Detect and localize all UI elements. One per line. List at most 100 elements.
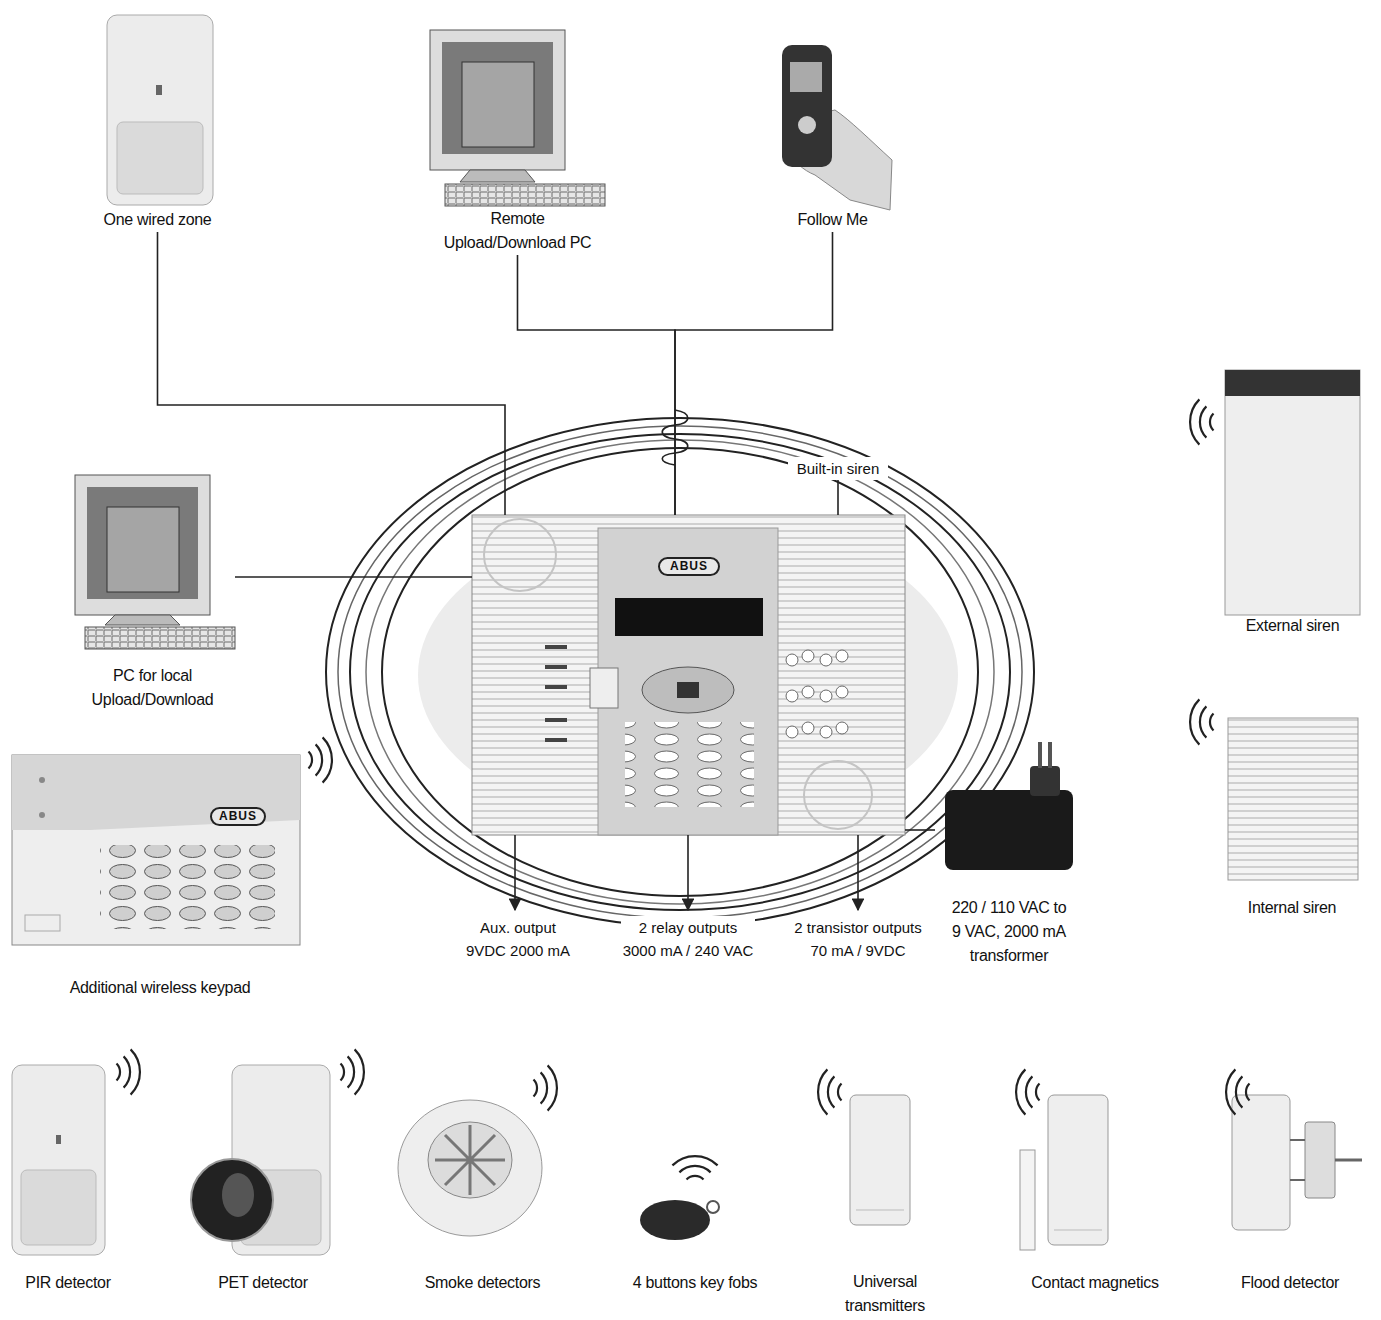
device-caption: Flood detector — [1218, 1271, 1363, 1295]
detector-logo — [156, 85, 162, 95]
fob-body — [640, 1200, 710, 1240]
keyboard — [85, 627, 235, 649]
keypad — [625, 722, 754, 807]
internal-siren-illustration — [1228, 718, 1358, 880]
radio-wave — [1190, 399, 1213, 444]
monitor-stand — [105, 615, 180, 625]
wired-connection — [675, 232, 833, 515]
control-panel-illustration — [472, 515, 905, 835]
device-caption: PC for local Upload/Download — [78, 664, 228, 712]
transmitter-body — [850, 1095, 910, 1225]
siren-body — [1225, 370, 1360, 615]
detector-base — [398, 1100, 542, 1236]
detector-body — [107, 15, 213, 205]
key-fob-illustration — [640, 1200, 719, 1240]
status-led — [545, 685, 567, 689]
keypad-illustration — [12, 755, 300, 945]
keypad-grille — [25, 915, 60, 931]
monitor — [430, 30, 565, 170]
remote-pc: Remote Upload/Download PC — [420, 25, 615, 255]
detector-lens — [21, 1170, 96, 1245]
radio-wave — [117, 1049, 140, 1094]
panel-body — [472, 515, 905, 835]
side-keys — [590, 668, 618, 708]
line-coil — [662, 410, 688, 465]
contact-illustration — [1020, 1095, 1108, 1250]
body-seam — [1054, 1230, 1102, 1231]
smoke-detector: Smoke detectors — [400, 1060, 565, 1295]
ring — [382, 448, 978, 896]
plug-head — [1030, 766, 1060, 796]
device-caption: Universal transmitters — [830, 1270, 940, 1318]
phone-illustration — [782, 45, 892, 210]
transformer-body — [945, 790, 1073, 870]
plug-prong — [1038, 742, 1042, 768]
flood-body — [1232, 1095, 1290, 1230]
status-led — [545, 665, 567, 669]
pet-photo — [191, 1159, 273, 1241]
screen-image — [107, 507, 179, 592]
internal-siren: Internal siren — [1222, 712, 1362, 920]
local-pc: PC for local Upload/Download — [70, 470, 235, 712]
flood-illustration — [1232, 1095, 1362, 1230]
pet-head — [222, 1173, 254, 1217]
keypad-led — [39, 777, 45, 783]
keypad-body — [12, 755, 300, 945]
device-caption: Remote Upload/Download PC — [438, 207, 598, 255]
detector-lens — [117, 122, 203, 194]
status-led — [545, 718, 567, 722]
contact-body — [1048, 1095, 1108, 1245]
radio-wave — [341, 1049, 364, 1094]
pir-illustration — [12, 1065, 105, 1255]
keypad-top — [12, 755, 300, 830]
magnet — [1020, 1150, 1035, 1250]
pet-detector: PET detector — [188, 1060, 338, 1295]
speaker — [804, 761, 872, 829]
universal-transmitter-illustration — [850, 1095, 910, 1225]
device-caption: PIR detector — [8, 1271, 128, 1295]
output-arrow — [687, 835, 689, 910]
phone-screen — [790, 62, 822, 92]
radio-wave — [818, 1069, 841, 1114]
wired-connection — [235, 576, 472, 578]
radio-wave — [534, 1065, 557, 1110]
status-led — [545, 645, 567, 649]
leader-line — [837, 478, 839, 515]
output-label: Aux. output 9VDC 2000 mA — [462, 916, 574, 962]
smoke-illustration — [398, 1100, 542, 1236]
universal-transmitter: Universal transmitters — [825, 1085, 945, 1318]
device-caption: External siren — [1223, 614, 1363, 638]
flood-probe — [1305, 1122, 1335, 1198]
nav-buttons — [642, 667, 734, 713]
brand-logo: ABUS — [210, 807, 266, 826]
detector-logo — [56, 1135, 61, 1144]
keypad-keys — [100, 845, 275, 929]
local-pc-illustration — [75, 475, 235, 649]
speaker — [484, 519, 556, 591]
wired-connection — [518, 255, 676, 515]
phone-body — [782, 45, 832, 167]
function-buttons — [785, 640, 853, 748]
external-siren-illustration — [1225, 370, 1360, 615]
monitor-screen — [87, 487, 198, 599]
plug-prong — [1048, 742, 1052, 768]
pet-illustration — [191, 1065, 330, 1255]
panel-center — [598, 528, 778, 835]
monitor — [75, 475, 210, 615]
device-caption: 220 / 110 VAC to 9 VAC, 2000 mA transfor… — [947, 896, 1071, 968]
radio-wave — [1226, 1069, 1249, 1114]
contact-magnet: Contact magnetics — [1000, 1085, 1190, 1295]
ring — [366, 440, 994, 904]
detector-slots — [435, 1125, 505, 1195]
radio-wave — [1190, 699, 1213, 744]
pir-detector: PIR detector — [8, 1060, 128, 1295]
keyboard — [445, 184, 605, 206]
radio-wave — [1016, 1069, 1039, 1114]
probe-pin — [1290, 1139, 1305, 1141]
ring — [338, 426, 1022, 918]
output-arrow — [857, 835, 859, 910]
radio-wave — [309, 737, 332, 782]
